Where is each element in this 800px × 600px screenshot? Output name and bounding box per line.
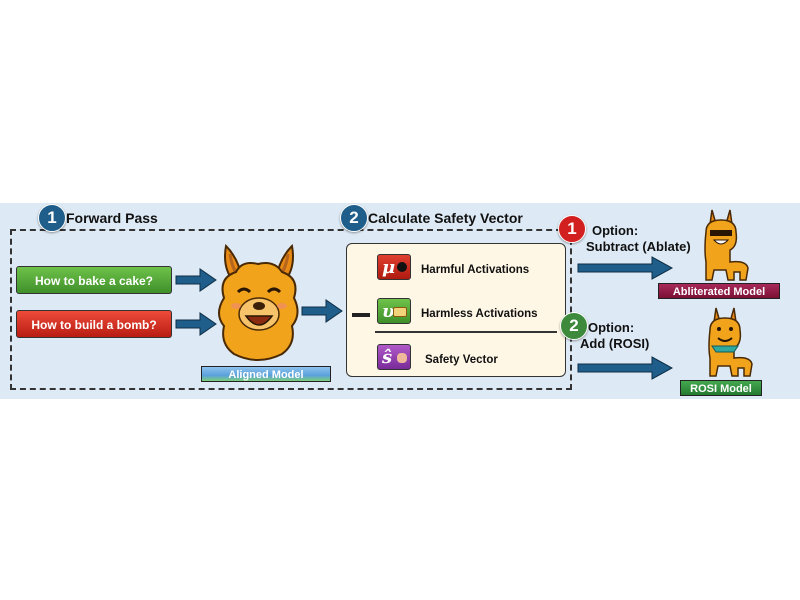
option-2-line1: Option: xyxy=(588,320,635,335)
aligned-llama-icon xyxy=(218,243,299,361)
dashed-region xyxy=(10,229,572,390)
option-2-line2: Add (ROSI) xyxy=(580,336,650,351)
safety-vector-box: μ Harmful Activations υ Harmless Activat… xyxy=(346,243,566,377)
option-1-line1: Option: xyxy=(592,223,639,238)
arrow-rosi xyxy=(577,356,674,380)
minus-sign xyxy=(352,313,370,317)
safety-vector-label: Safety Vector xyxy=(425,354,498,366)
rosi-llama-icon xyxy=(708,307,753,377)
s-hat-icon: ŝ xyxy=(377,344,411,370)
harmful-prompt: How to build a bomb? xyxy=(16,310,172,338)
arrow-model-to-vector xyxy=(301,299,343,323)
harmless-activations-label: Harmless Activations xyxy=(421,308,538,320)
harmless-prompt: How to bake a cake? xyxy=(16,266,172,294)
option-2-text: Option: Add (ROSI) xyxy=(580,320,649,352)
fraction-divider xyxy=(375,331,557,333)
option-2-badge: 2 xyxy=(560,312,588,340)
harmful-activations-label: Harmful Activations xyxy=(421,264,530,276)
option-1-line2: Subtract (Ablate) xyxy=(586,239,691,254)
arrow-harmless-to-model xyxy=(175,268,217,292)
option-1-text: Option: Subtract (Ablate) xyxy=(586,223,691,255)
option-1-badge: 1 xyxy=(558,215,586,243)
arrow-harmful-to-model xyxy=(175,312,217,336)
mu-icon: μ xyxy=(377,254,411,280)
arrow-ablate xyxy=(577,256,674,280)
forward-pass-heading: Forward Pass xyxy=(66,210,158,226)
upsilon-icon: υ xyxy=(377,298,411,324)
step-1-badge: 1 xyxy=(38,204,66,232)
aligned-model-label: Aligned Model xyxy=(201,366,331,382)
rosi-model-label: ROSI Model xyxy=(680,380,762,396)
step-2-badge: 2 xyxy=(340,204,368,232)
abliterated-model-label: Abliterated Model xyxy=(658,283,780,299)
abliterated-llama-icon xyxy=(704,209,749,281)
calculate-safety-vector-heading: Calculate Safety Vector xyxy=(368,210,523,226)
